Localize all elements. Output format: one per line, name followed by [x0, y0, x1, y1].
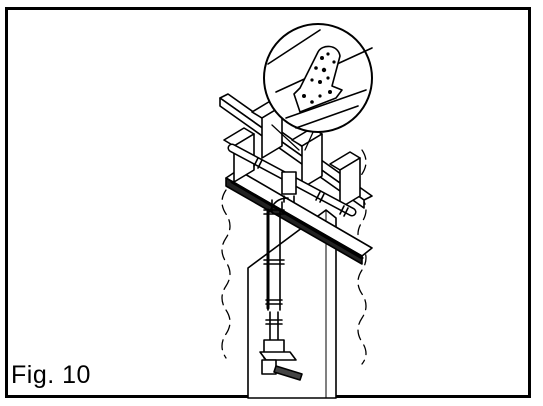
detail-circle-pipe-strap: [263, 23, 373, 133]
detail-pointer: [271, 124, 315, 151]
horizontal-pipe: [227, 143, 357, 217]
bottom-fitting: [259, 339, 303, 381]
figure-caption: Fig. 10: [11, 361, 91, 389]
